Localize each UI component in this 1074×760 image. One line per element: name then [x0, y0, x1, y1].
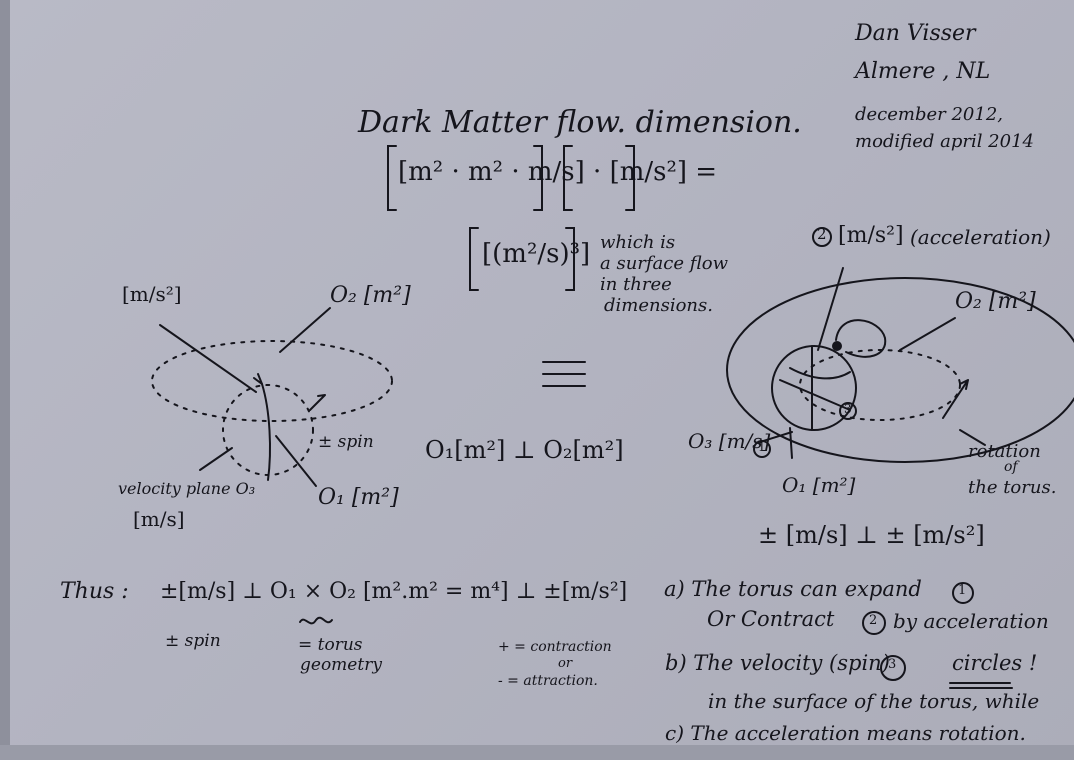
torus-sphere-arc [789, 367, 851, 380]
left-label-plane: velocity plane O₃ [118, 479, 256, 498]
note-a-tail: by acceleration [893, 609, 1049, 633]
left-sphere-diagram [151, 307, 393, 487]
thus-equation: ±[m/s] ⊥ O₁ × O₂ [m².m² = m⁴] ⊥ ±[m/s²] [160, 579, 628, 604]
thus-contraction: + = contraction [498, 639, 612, 655]
right-label-o3: O₃ [m/s] [688, 429, 771, 453]
author-name: Dan Visser [855, 21, 976, 46]
bracket-2-open [563, 145, 573, 211]
paper-shadow-bottom [0, 745, 1074, 760]
accel-pointer [817, 267, 844, 351]
thus-torus-2: geometry [300, 655, 382, 675]
note-b-num-3: 3 [888, 657, 897, 672]
left-label-o1: O₁ [m²] [318, 485, 399, 510]
right-accel-word: (acceleration) [910, 225, 1051, 249]
note-line-1: which is [600, 232, 676, 253]
note-a-line-1: a) The torus can expand [664, 577, 922, 601]
left-sphere-arrow [253, 373, 263, 385]
left-pointer-o2 [279, 307, 331, 353]
note-line-2: a surface flow [600, 253, 728, 274]
bracket-2-close [625, 145, 635, 211]
torus-inner-dotted [799, 349, 961, 421]
left-label-accel: [m/s²] [122, 282, 182, 306]
page-title: Dark Matter flow. dimension. [358, 105, 802, 140]
equivalence-sign [542, 361, 586, 387]
o2-pointer-right [899, 317, 956, 351]
right-accel-unit: [m/s²] [838, 223, 904, 248]
torus-diagram [726, 227, 1074, 463]
rotation-line-1: rotation [968, 441, 1041, 462]
left-label-plane-unit: [m/s] [133, 507, 185, 531]
o1-pointer-right [789, 427, 793, 459]
circle-1-label: 1 [758, 440, 766, 454]
circle-3-ring [839, 402, 857, 420]
left-orbit-ellipse [151, 340, 393, 422]
left-sphere-meridian [261, 383, 271, 481]
circle-2-ring [812, 227, 832, 247]
note-a-line-2: Or Contract [707, 607, 835, 631]
rotation-pointer [959, 429, 986, 446]
note-b-line-1: b) The velocity (spin) [665, 651, 890, 675]
rotation-arrow [942, 379, 969, 419]
note-line-4: dimensions. [604, 295, 713, 316]
equation-line-1: [m² · m² · m/s] · [m/s²] = [398, 157, 718, 187]
left-sphere [222, 384, 314, 476]
bracket-1-open [387, 145, 397, 211]
thus-torus-1: = torus [298, 635, 363, 655]
thus-ornaments [299, 582, 1013, 689]
equation-brackets [387, 145, 635, 291]
note-a-circle-2 [862, 611, 886, 635]
note-c: c) The acceleration means rotation. [665, 721, 1026, 745]
left-label-spin: ± spin [318, 432, 374, 452]
author-modified: modified april 2014 [855, 131, 1034, 152]
torus-sphere-mark [832, 341, 842, 351]
left-pointer-o1 [275, 435, 317, 487]
torus-underline-squiggle [299, 616, 333, 625]
left-pointer-plane [199, 447, 233, 471]
thus-label: Thus : [60, 579, 129, 604]
right-label-o2: O₂ [m²] [955, 289, 1036, 314]
torus-sphere-diag [779, 379, 851, 411]
note-a-circle-1 [952, 582, 974, 604]
equation-line-2: [(m²/s)³] [482, 239, 591, 269]
rotation-line-2: of [1004, 459, 1018, 475]
perpendicular-equation: O₁[m²] ⊥ O₂[m²] [425, 436, 624, 464]
thus-spin: ± spin [165, 631, 221, 651]
bracket-1-close [533, 145, 543, 211]
thus-or: or [558, 656, 573, 671]
rotation-line-3: the torus. [968, 477, 1057, 498]
bracket-3-open [469, 227, 479, 291]
author-place: Almere , NL [855, 59, 991, 84]
torus-sphere [771, 345, 857, 431]
note-b-circle-3 [880, 655, 906, 681]
note-a-num-1: 1 [958, 583, 967, 598]
paper-shadow-left [0, 0, 10, 760]
torus-hole [835, 319, 887, 358]
torus-outer [726, 277, 1074, 463]
right-label-o1: O₁ [m²] [782, 473, 856, 497]
note-line-3: in three [600, 274, 672, 295]
thus-attraction: - = attraction. [498, 673, 598, 689]
right-bottom-equation: ± [m/s] ⊥ ± [m/s²] [758, 521, 985, 549]
circle-2-label: 2 [817, 225, 827, 243]
note-b-circles: circles ! [952, 651, 1038, 675]
note-a-num-2: 2 [869, 613, 878, 628]
left-spin-arrow [309, 394, 326, 411]
author-date: december 2012, [855, 104, 1004, 125]
left-pointer-top [159, 324, 257, 393]
o3-pointer [759, 431, 793, 443]
bracket-3-close [565, 227, 575, 291]
left-label-o2: O₂ [m²] [330, 283, 411, 308]
circle-1-ring [753, 440, 771, 458]
circle-3-label: 3 [844, 402, 852, 416]
note-b-line-2: in the surface of the torus, while [708, 689, 1040, 713]
